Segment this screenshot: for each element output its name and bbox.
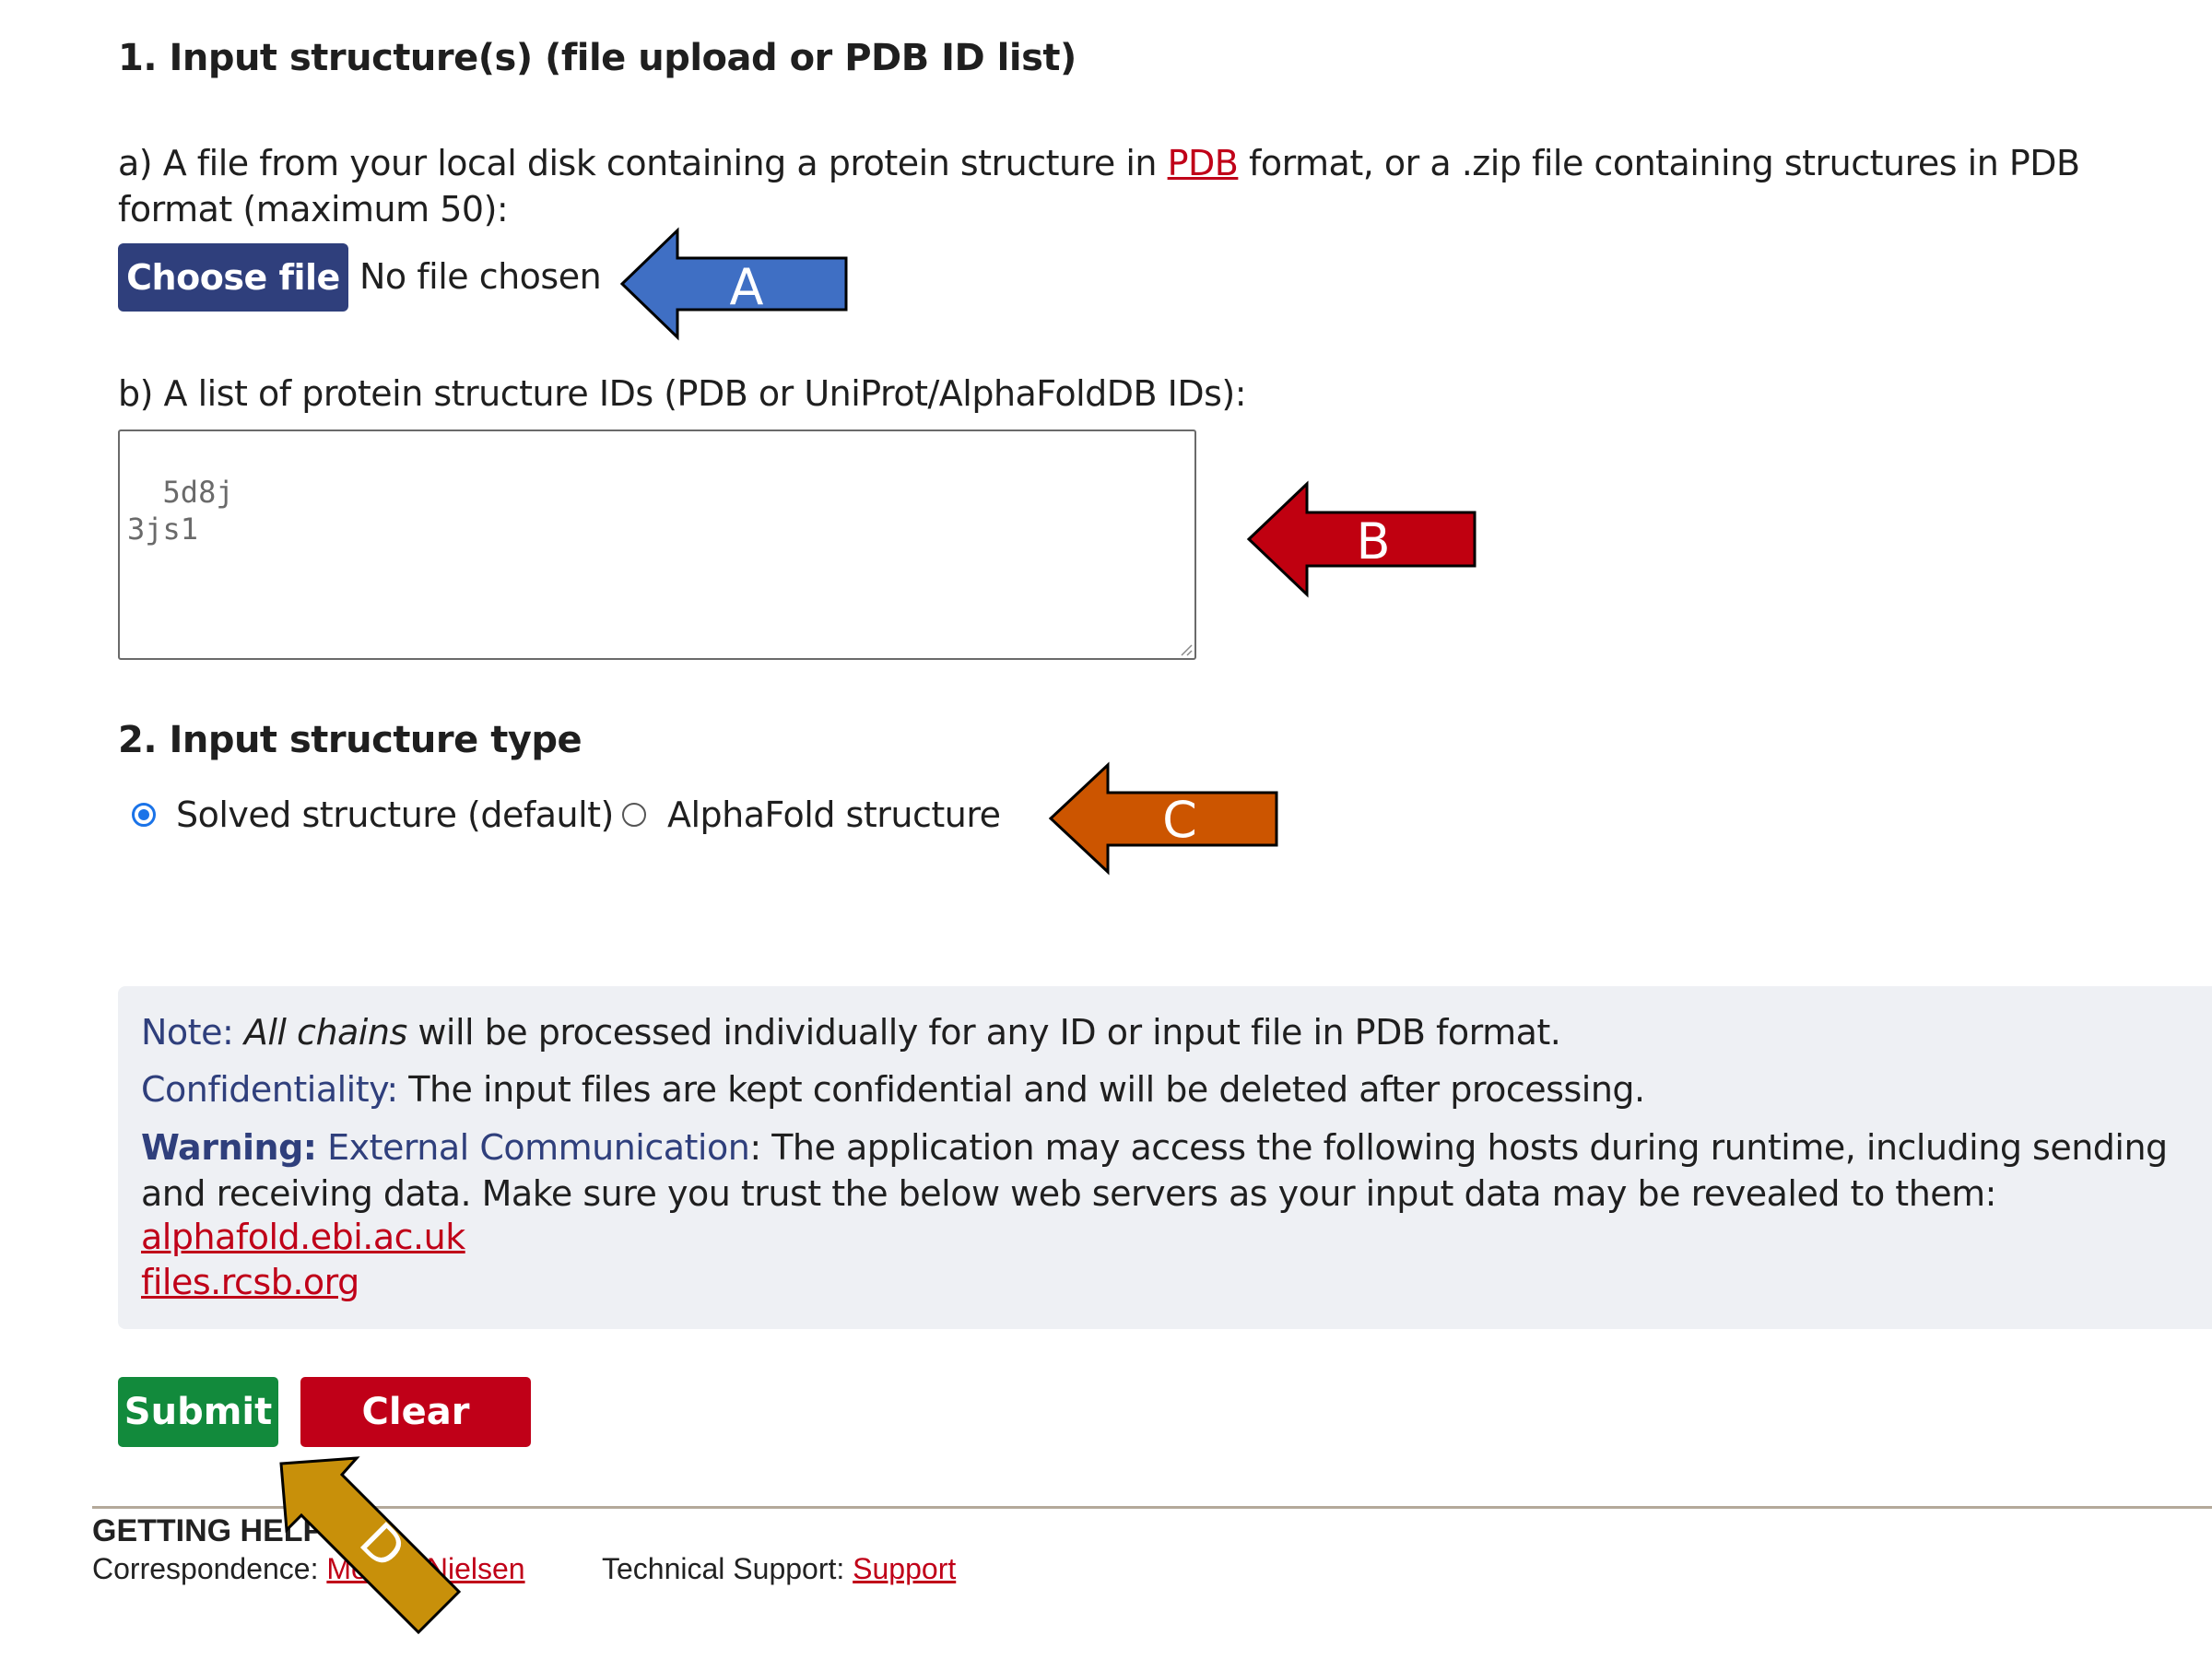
info-panel [118, 986, 2212, 1329]
technical-support: Technical Support: Support [602, 1552, 956, 1586]
structure-ids-value: 5d8j 3js1 [127, 475, 234, 547]
radio-label-solved[interactable]: Solved structure (default) [176, 794, 614, 835]
clear-fields-button[interactable]: Clear fields [300, 1377, 531, 1503]
warning-subtitle: External Communication [327, 1127, 750, 1168]
choose-file-button[interactable]: Choose file [118, 243, 348, 312]
arrow-a-icon: A [619, 227, 848, 341]
option-b-label: b) A list of protein structure IDs (PDB … [118, 373, 1247, 414]
pdb-link[interactable]: PDB [1167, 143, 1239, 183]
confidentiality-line: Confidentiality: The input files are kep… [141, 1066, 1645, 1112]
note-key: Note: [141, 1012, 234, 1053]
support-label: Technical Support: [602, 1552, 845, 1585]
option-a-description: a) A file from your local disk containin… [118, 140, 2146, 232]
note-text: will be processed individually for any I… [406, 1012, 1561, 1053]
host-link-rcsb[interactable]: files.rcsb.org [141, 1262, 359, 1302]
footer-divider [92, 1506, 2212, 1509]
arrow-c-icon: C [1048, 761, 1278, 876]
warning-key: Warning: [141, 1127, 317, 1168]
confidentiality-key: Confidentiality: [141, 1069, 398, 1110]
radio-alphafold-structure[interactable] [622, 803, 646, 827]
section-2-heading: 2. Input structure type [118, 719, 582, 761]
arrow-c-label: C [1162, 791, 1197, 849]
arrow-b-icon: B [1246, 480, 1477, 598]
file-status: No file chosen [359, 256, 602, 297]
radio-solved-structure[interactable] [132, 803, 156, 827]
note-line: Note: All chains will be processed indiv… [141, 1009, 1561, 1055]
option-a-suffix: format, or a .zip file containing struct… [118, 143, 2080, 229]
resize-handle-icon[interactable] [1178, 641, 1193, 656]
arrow-d-icon: D [279, 1456, 462, 1635]
confidentiality-text: The input files are kept confidential an… [397, 1069, 1645, 1110]
radio-label-alphafold[interactable]: AlphaFold structure [667, 794, 1001, 835]
arrow-b-label: B [1356, 512, 1390, 571]
warning-line: Warning: External Communication: The app… [141, 1124, 2169, 1217]
section-1-heading: 1. Input structure(s) (file upload or PD… [118, 37, 1077, 79]
support-link[interactable]: Support [853, 1552, 957, 1585]
warning-text: : The application may access the followi… [141, 1127, 2168, 1214]
structure-ids-textarea[interactable]: 5d8j 3js1 [118, 429, 1196, 660]
host-link-alphafold[interactable]: alphafold.ebi.ac.uk [141, 1217, 465, 1257]
correspondence-label: Correspondence: [92, 1552, 319, 1585]
option-a-prefix: a) A file from your local disk containin… [118, 143, 1168, 183]
arrow-a-label: A [730, 258, 764, 316]
submit-button[interactable]: Submit [118, 1377, 278, 1447]
note-italic: All chains [243, 1012, 407, 1053]
